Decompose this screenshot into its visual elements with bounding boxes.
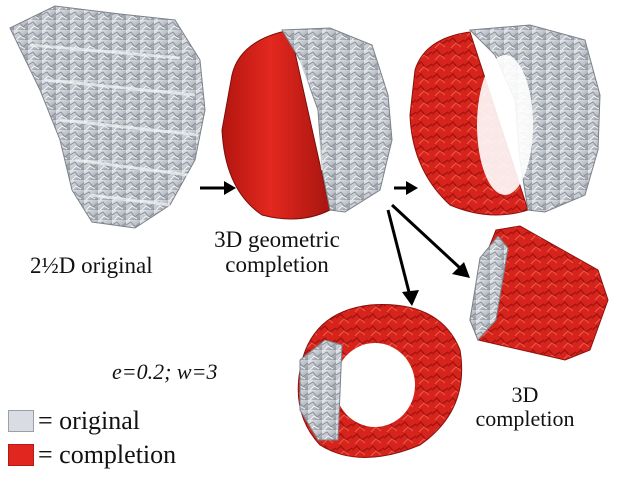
label-3d-completion: 3D completion — [465, 382, 585, 432]
legend-original: = original — [8, 406, 140, 436]
label-geometric-line2: completion — [225, 252, 329, 278]
legend-text-completion: = completion — [38, 440, 177, 469]
legend-completion: = completion — [8, 440, 176, 470]
original-mesh-ridges — [29, 43, 199, 207]
label-params: e=0.2; w=3 — [112, 359, 218, 384]
completed-ring-bottom — [297, 304, 463, 458]
completed-patch-right — [469, 225, 609, 361]
arrow-right-2 — [394, 181, 418, 195]
label-geometric-line1: 3D geometric — [214, 227, 340, 252]
original-mesh — [9, 5, 206, 229]
label-original: 2½D original — [30, 253, 153, 278]
geometric-completion-shape — [221, 27, 393, 220]
legend-swatch-original — [8, 410, 34, 432]
arrow-diagonal-right — [390, 203, 470, 278]
label-3d-completion-line2: completion — [475, 406, 575, 432]
label-3d-completion-line1: 3D — [511, 382, 539, 407]
completed-shape-top — [409, 24, 601, 216]
arrow-right-1 — [200, 181, 236, 195]
legend-swatch-completion — [8, 444, 34, 466]
legend-text-original: = original — [38, 406, 141, 435]
label-geometric-completion: 3D geometric completion — [192, 227, 362, 278]
arrow-diagonal-down — [386, 209, 419, 306]
